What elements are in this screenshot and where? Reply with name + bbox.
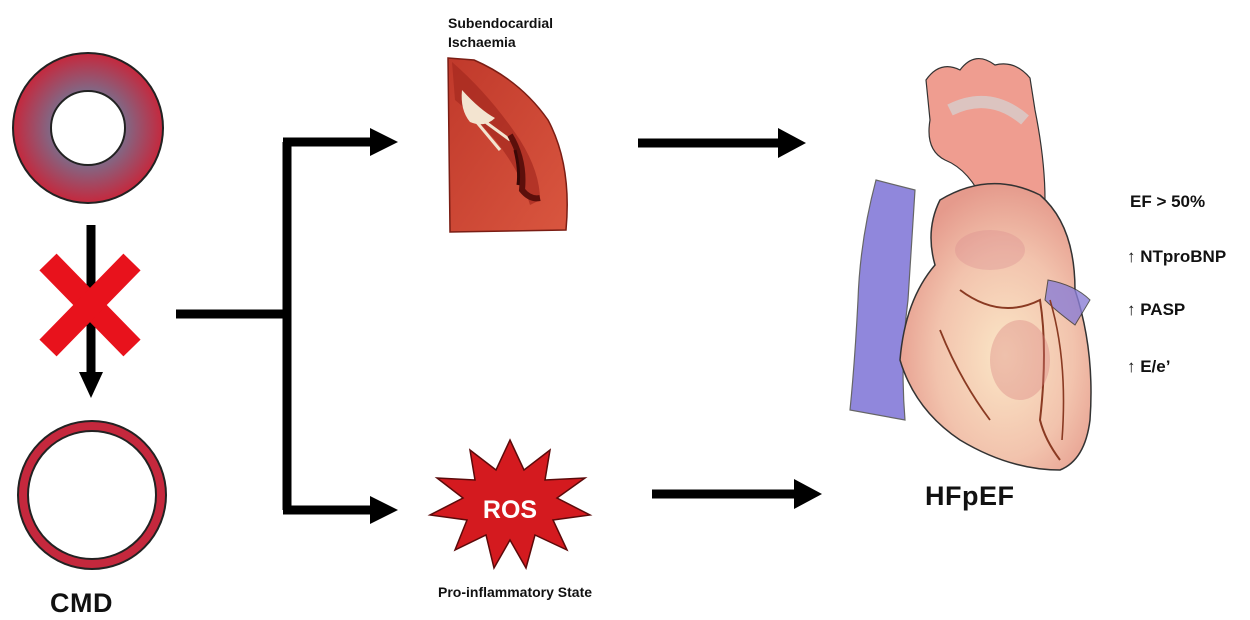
arrow-to-ischaemia xyxy=(370,128,398,156)
heart-illustration xyxy=(850,59,1091,470)
narrowed-vessel-icon xyxy=(13,53,163,203)
ef-marker: EF > 50% xyxy=(1130,191,1205,213)
arrow-to-inflammation xyxy=(370,496,398,524)
dilated-vessel-icon xyxy=(18,421,166,569)
ntprobnp-marker: ↑ NTproBNP xyxy=(1127,246,1226,268)
hfpef-label: HFpEF xyxy=(925,480,1015,512)
ischaemic-myocardium-image xyxy=(448,58,567,232)
arrow-ischaemia-to-hfpef xyxy=(638,128,806,158)
subendocardial-ischaemia-label: Subendocardial Ischaemia xyxy=(448,14,598,52)
arrow-inflammation-to-hfpef xyxy=(652,479,822,509)
ros-label: ROS xyxy=(483,496,537,524)
cmd-label: CMD xyxy=(50,587,113,619)
pro-inflammatory-state-label: Pro-inflammatory State xyxy=(438,583,608,602)
pasp-marker: ↑ PASP xyxy=(1127,299,1185,321)
ee-marker: ↑ E/e’ xyxy=(1127,356,1170,378)
branch-connector xyxy=(176,142,372,510)
